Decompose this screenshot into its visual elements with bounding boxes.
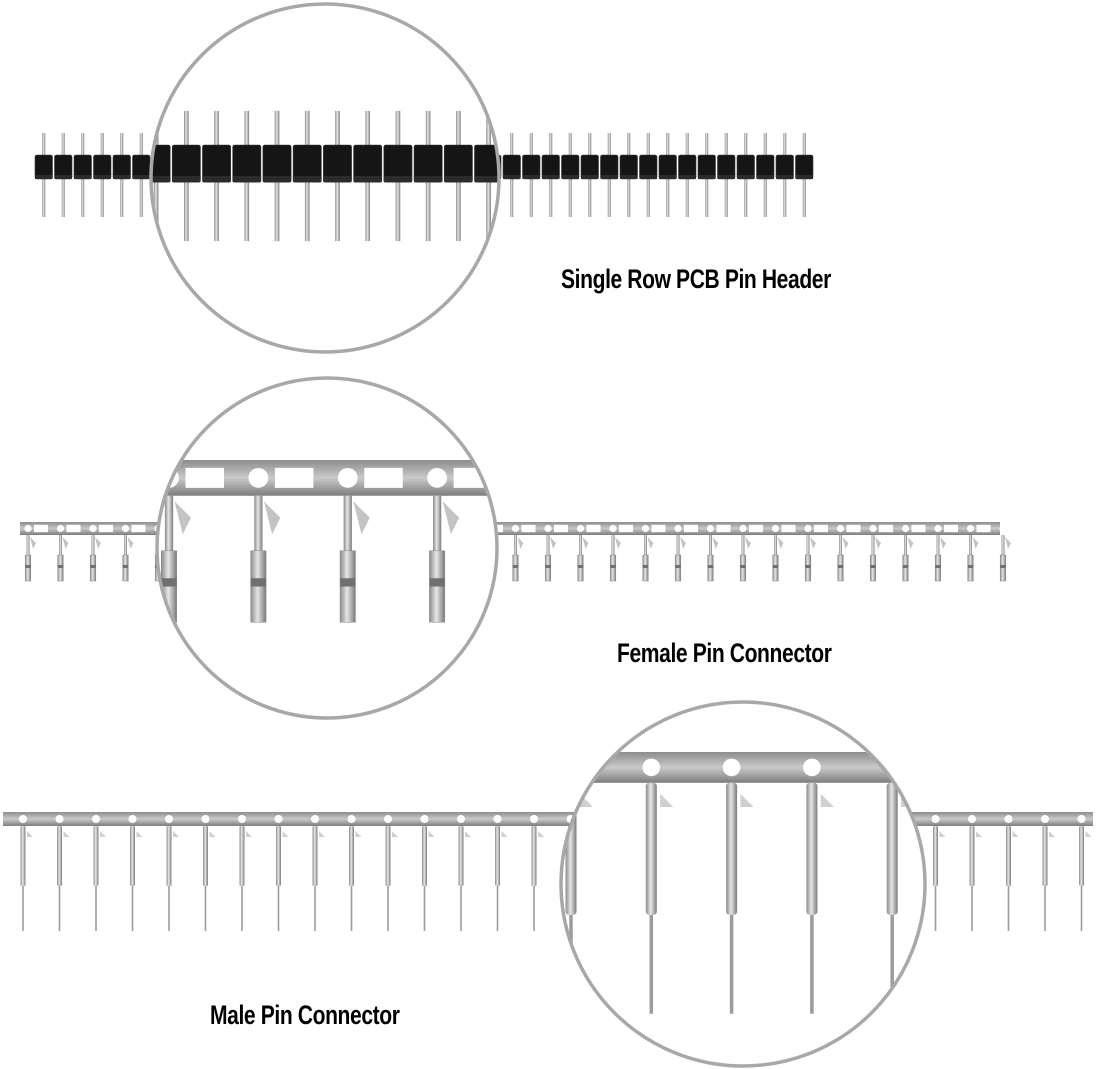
label-single-row-pcb-pin-header: Single Row PCB Pin Header bbox=[561, 264, 831, 294]
label-female-pin-connector: Female Pin Connector bbox=[617, 638, 832, 668]
label-male-pin-connector: Male Pin Connector bbox=[210, 1000, 400, 1030]
